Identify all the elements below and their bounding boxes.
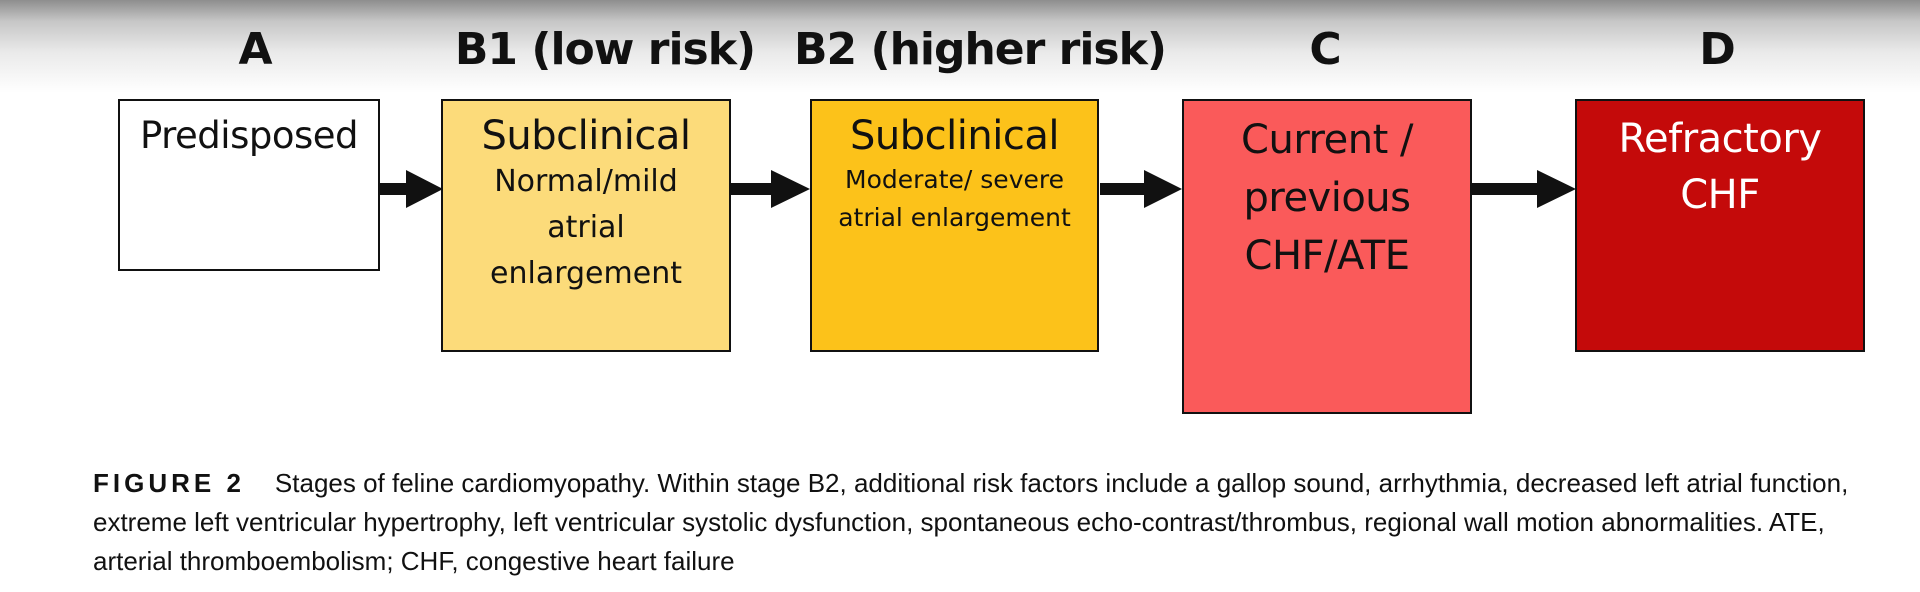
- stage-c-title: Current / previous CHF/ATE: [1241, 117, 1413, 279]
- caption-text: Stages of feline cardiomyopathy. Within …: [93, 468, 1849, 576]
- stage-header-d: D: [1699, 23, 1736, 75]
- arrow-b1-to-b2: [729, 170, 810, 208]
- stage-header-c: C: [1309, 23, 1341, 75]
- stage-box-b1: Subclinical Normal/mild atrial enlargeme…: [441, 99, 731, 352]
- arrow-a-to-b1: [378, 170, 443, 208]
- stage-b2-title: Subclinical: [850, 113, 1059, 159]
- stage-header-a: A: [238, 23, 272, 75]
- stage-b1-title: Subclinical: [481, 113, 691, 159]
- stage-d-title: Refractory CHF: [1618, 116, 1822, 218]
- stage-b1-subtitle: Normal/mild atrial enlargement: [490, 164, 682, 291]
- stage-header-b2: B2 (higher risk): [793, 23, 1167, 75]
- stage-header-b1: B1 (low risk): [454, 23, 756, 75]
- arrow-b2-to-c: [1100, 170, 1182, 208]
- stage-box-d: Refractory CHF: [1575, 99, 1865, 352]
- arrow-c-to-d: [1471, 170, 1576, 208]
- stage-b2-subtitle: Moderate/ severe atrial enlargement: [838, 165, 1071, 232]
- figure-label: FIGURE 2: [93, 468, 245, 498]
- stage-box-b2: Subclinical Moderate/ severe atrial enla…: [810, 99, 1099, 352]
- stage-box-c: Current / previous CHF/ATE: [1182, 99, 1472, 414]
- stage-a-title: Predisposed: [139, 114, 359, 157]
- stage-box-a: Predisposed: [118, 99, 380, 271]
